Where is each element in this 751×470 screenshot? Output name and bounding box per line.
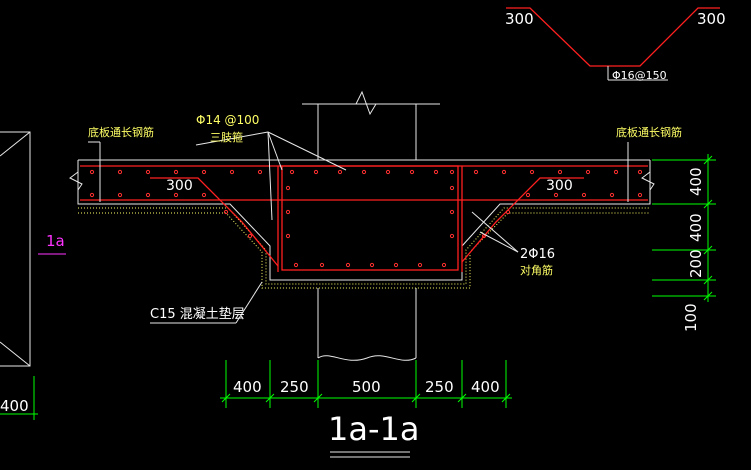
hook-bar-spec: Φ16@150 [612,69,667,82]
dim-h-2: 250 [280,378,309,396]
dim-h-1: 400 [233,378,262,396]
side-bar-note: 对角筋 [520,263,553,277]
pile-lower [317,288,417,361]
side-bar-spec: 2Φ16 [520,247,555,262]
slab-break-lines [69,171,655,191]
dim-v-3: 200 [687,249,705,278]
rebar-layout [80,165,648,272]
hook-length-right: 300 [697,10,726,28]
section-mark: 1a [38,232,66,255]
plan-partial-left: 400 [0,131,38,420]
dim-v-1: 400 [687,167,705,196]
stirrup-spec: Φ14 @100 [196,113,259,127]
dimension-chain-horizontal: 400 250 500 250 400 [220,360,512,408]
dim-h-4: 250 [425,378,454,396]
anchor-length-left: 300 [166,178,193,194]
foundation-outline [77,159,651,281]
leader-lines [88,131,629,324]
hook-bar-detail: 300 300 Φ16@150 [505,7,726,82]
dim-h-3: 500 [352,378,381,396]
dim-v-2: 400 [687,213,705,242]
dim-v-4: 100 [682,303,700,332]
concrete-pad [78,207,650,289]
section-title: 1a-1a [328,410,419,448]
section-mark-label: 1a [46,232,65,250]
bottom-bar-right-label: 底板通长钢筋 [616,125,682,139]
bottom-bar-left-label: 底板通长钢筋 [88,125,154,139]
column-upper [302,90,440,160]
left-dim-label: 400 [0,397,29,415]
dimension-chain-vertical: 400 400 200 100 [652,154,716,332]
anchor-length-right: 300 [546,178,573,194]
section-title-group: 1a-1a [328,410,419,458]
rebar-dots [89,169,643,268]
pad-note: C15 混凝土垫层 [150,306,245,322]
dim-h-5: 400 [471,378,500,396]
stirrup-note: 三肢箍 [210,130,243,144]
hook-length-left: 300 [505,10,534,28]
